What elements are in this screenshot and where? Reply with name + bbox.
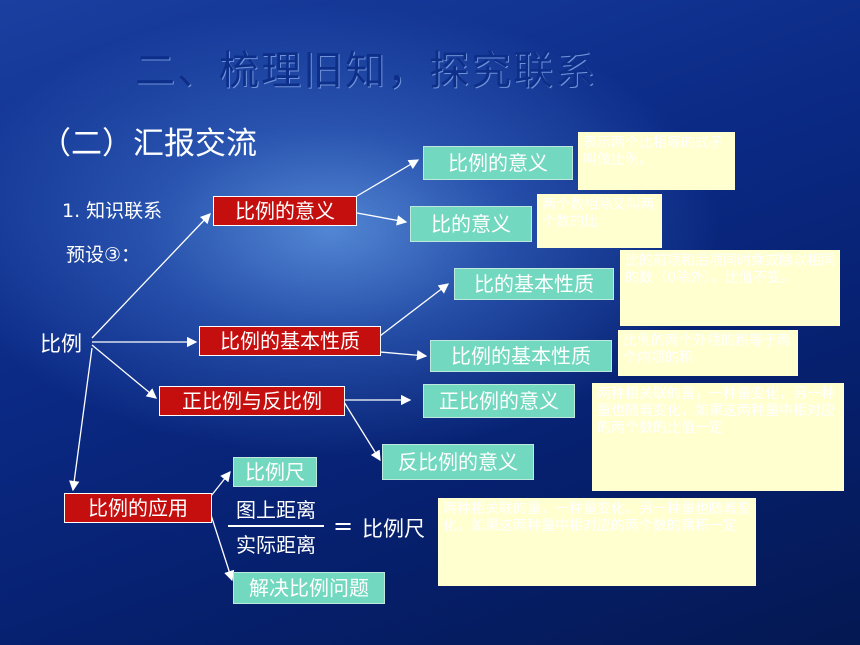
fraction-denominator: 实际距离 xyxy=(236,533,316,557)
formula-equals: = xyxy=(333,512,354,540)
slide-title: 二、梳理旧知，探究联系 xyxy=(135,48,597,94)
note-proportion-meaning: 表示两个比相等的式子叫做比例。 xyxy=(578,132,735,190)
node-green-proportion-property: 比例的基本性质 xyxy=(430,340,612,372)
fraction-numerator: 图上距离 xyxy=(236,498,316,522)
note-direct-proportion: 两种相关联的量，一种量变化，另一种量也随着变化，如果这两种量中相对应的两个数的比… xyxy=(592,383,844,491)
knowledge-label: 1. 知识联系 xyxy=(62,200,163,222)
note-ratio-property: 比的前项和后项同时乘或除以相同的数（0除外），比值不变。 xyxy=(620,250,840,326)
node-proportion-meaning: 比例的意义 xyxy=(213,196,357,226)
node-green-ratio-property: 比的基本性质 xyxy=(454,268,614,300)
preset-label: 预设③： xyxy=(66,244,141,266)
node-green-proportion-meaning: 比例的意义 xyxy=(423,146,573,180)
section-subtitle: （二）汇报交流 xyxy=(40,126,257,162)
note-inverse-proportion: 两种相关联的量，一种量变化，另一种量也随着变化，如果这两种量中相对应的两个数的乘… xyxy=(438,498,756,586)
node-proportion-property: 比例的基本性质 xyxy=(199,326,381,356)
node-proportion-application: 比例的应用 xyxy=(64,493,212,523)
fraction-bar xyxy=(228,525,324,527)
node-direct-inverse: 正比例与反比例 xyxy=(159,386,345,416)
node-green-scale: 比例尺 xyxy=(233,457,317,487)
node-green-direct-meaning: 正比例的意义 xyxy=(423,384,575,418)
root-label: 比例 xyxy=(40,332,82,356)
node-green-ratio-meaning: 比的意义 xyxy=(410,206,532,242)
node-green-solve: 解决比例问题 xyxy=(233,572,385,604)
note-proportion-property: 比例的两个外项的积等于两个内项的积 xyxy=(618,330,798,376)
formula-result: 比例尺 xyxy=(362,517,425,541)
scale-fraction: 图上距离 实际距离 xyxy=(228,494,324,558)
node-green-inverse-meaning: 反比例的意义 xyxy=(382,444,534,480)
note-ratio-meaning: 两个数相除又叫两个数的比 xyxy=(537,194,662,248)
